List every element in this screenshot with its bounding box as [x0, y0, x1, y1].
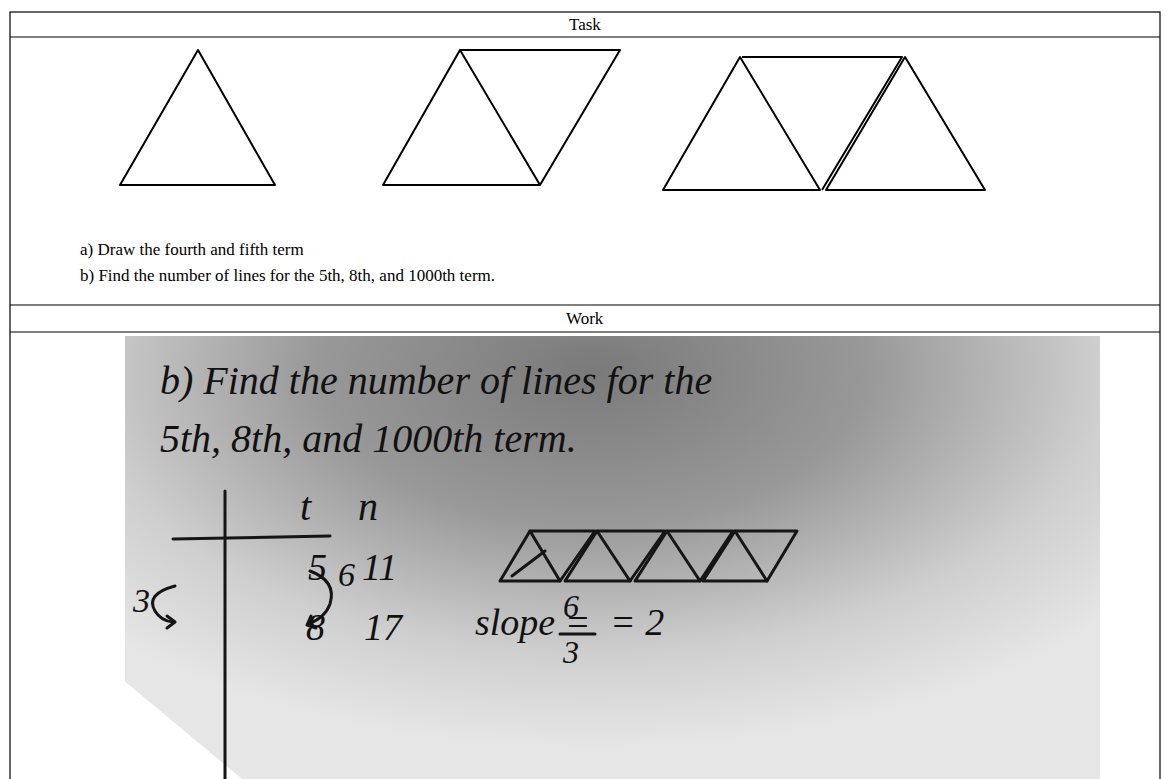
table-cell: 5 [308, 545, 327, 589]
slope-text: = 2 [610, 600, 664, 644]
fraction-part: 6 [563, 588, 579, 625]
handwritten-text: b) Find the number of lines for the 5th,… [160, 352, 760, 468]
table-heading: t [300, 483, 311, 530]
column-header: Work [566, 309, 603, 329]
task-text: a) Draw the fourth and fifth term [80, 240, 304, 260]
column-header: Task [569, 15, 601, 35]
table-cell: 17 [364, 605, 402, 649]
table-heading: n [358, 483, 378, 530]
difference-note: 6 [338, 556, 355, 594]
task-text: b) Find the number of lines for the 5th,… [80, 266, 495, 286]
table-cell: 8 [306, 605, 325, 649]
fraction-part: 3 [563, 634, 579, 671]
table-cell: 11 [362, 545, 397, 589]
difference-note: 3 [133, 582, 150, 620]
